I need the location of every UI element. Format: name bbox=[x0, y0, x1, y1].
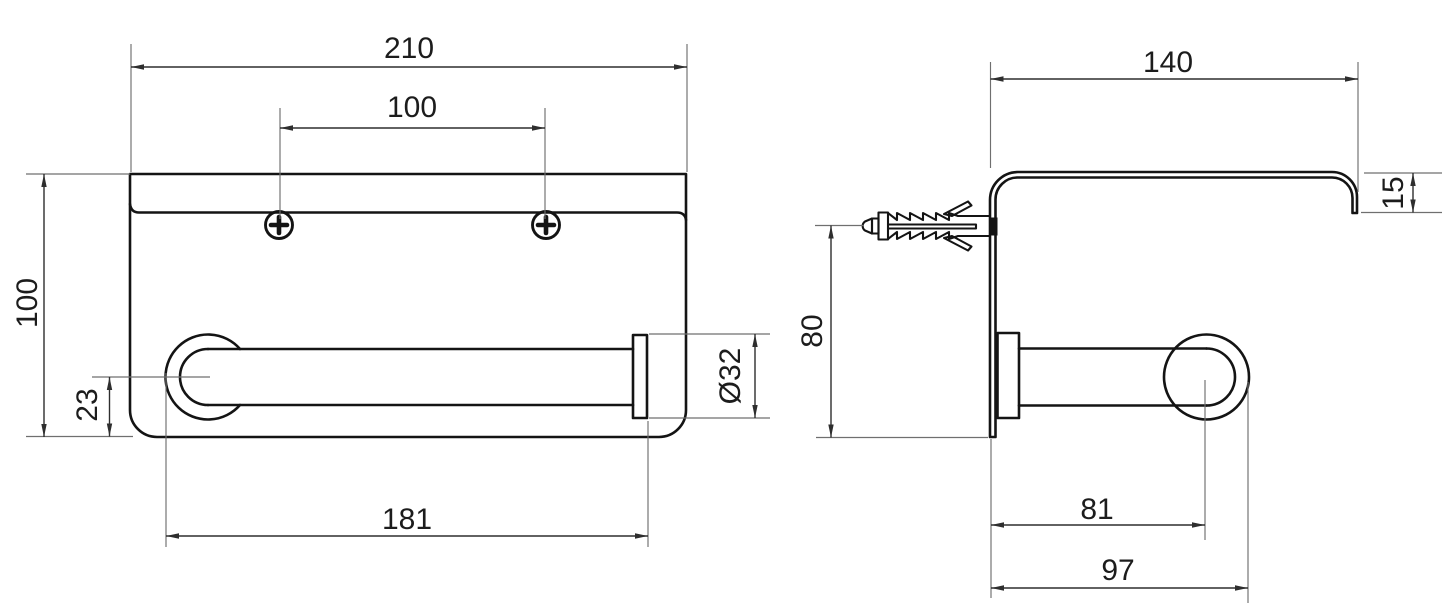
front-shelf-edge bbox=[128, 202, 688, 222]
dim-label-15: 15 bbox=[1377, 176, 1410, 209]
front-view bbox=[128, 172, 688, 439]
front-rod bbox=[164, 333, 649, 421]
side-view bbox=[861, 170, 1359, 439]
anchor-ribs-bottom bbox=[886, 230, 992, 241]
dim-rod-center-depth: 81 bbox=[990, 380, 1206, 598]
wall-anchor bbox=[861, 200, 998, 252]
anchor-collar bbox=[877, 211, 890, 241]
dim-label-210: 210 bbox=[384, 32, 434, 65]
dim-rod-offset: 23 bbox=[71, 376, 210, 437]
side-rod-flange bbox=[996, 331, 1021, 420]
side-rod-end-cap bbox=[1205, 347, 1237, 407]
anchor-hole bbox=[990, 217, 998, 236]
dim-screw-spacing: 100 bbox=[279, 91, 546, 219]
dim-label-23: 23 bbox=[71, 388, 104, 421]
dim-overall-depth: 97 bbox=[991, 382, 1249, 603]
dim-overall-width: 210 bbox=[130, 32, 688, 172]
side-profile-outline bbox=[988, 170, 1359, 439]
dim-label-181: 181 bbox=[382, 503, 432, 536]
dim-label-80: 80 bbox=[796, 314, 829, 347]
dim-label-81: 81 bbox=[1080, 493, 1113, 526]
dim-anchor-height: 80 bbox=[796, 224, 988, 439]
anchor-fin-bottom bbox=[942, 234, 973, 252]
dim-label-140: 140 bbox=[1143, 46, 1193, 79]
dim-label-97: 97 bbox=[1101, 554, 1134, 587]
dim-overall-height: 100 bbox=[11, 173, 133, 438]
dim-shelf-depth: 140 bbox=[989, 46, 1359, 192]
side-end-disc bbox=[1162, 333, 1251, 421]
side-rod bbox=[1017, 333, 1251, 421]
dim-label-100-left: 100 bbox=[11, 278, 44, 328]
dim-lip-height: 15 bbox=[1361, 172, 1442, 214]
screw-left bbox=[264, 210, 294, 240]
anchor-tip bbox=[861, 217, 874, 235]
anchor-slot bbox=[886, 223, 978, 230]
anchor-ribs-top bbox=[886, 211, 992, 222]
front-rod-end-cap bbox=[631, 333, 649, 420]
dim-rod-length: 181 bbox=[165, 373, 649, 547]
anchor-fin-top bbox=[942, 200, 973, 218]
dim-label-100-top: 100 bbox=[387, 91, 437, 124]
front-plate-outline bbox=[128, 172, 688, 439]
dim-cap-diameter: Ø32 bbox=[649, 333, 770, 419]
screw-right bbox=[531, 210, 561, 240]
dim-label-d32: Ø32 bbox=[714, 348, 747, 405]
